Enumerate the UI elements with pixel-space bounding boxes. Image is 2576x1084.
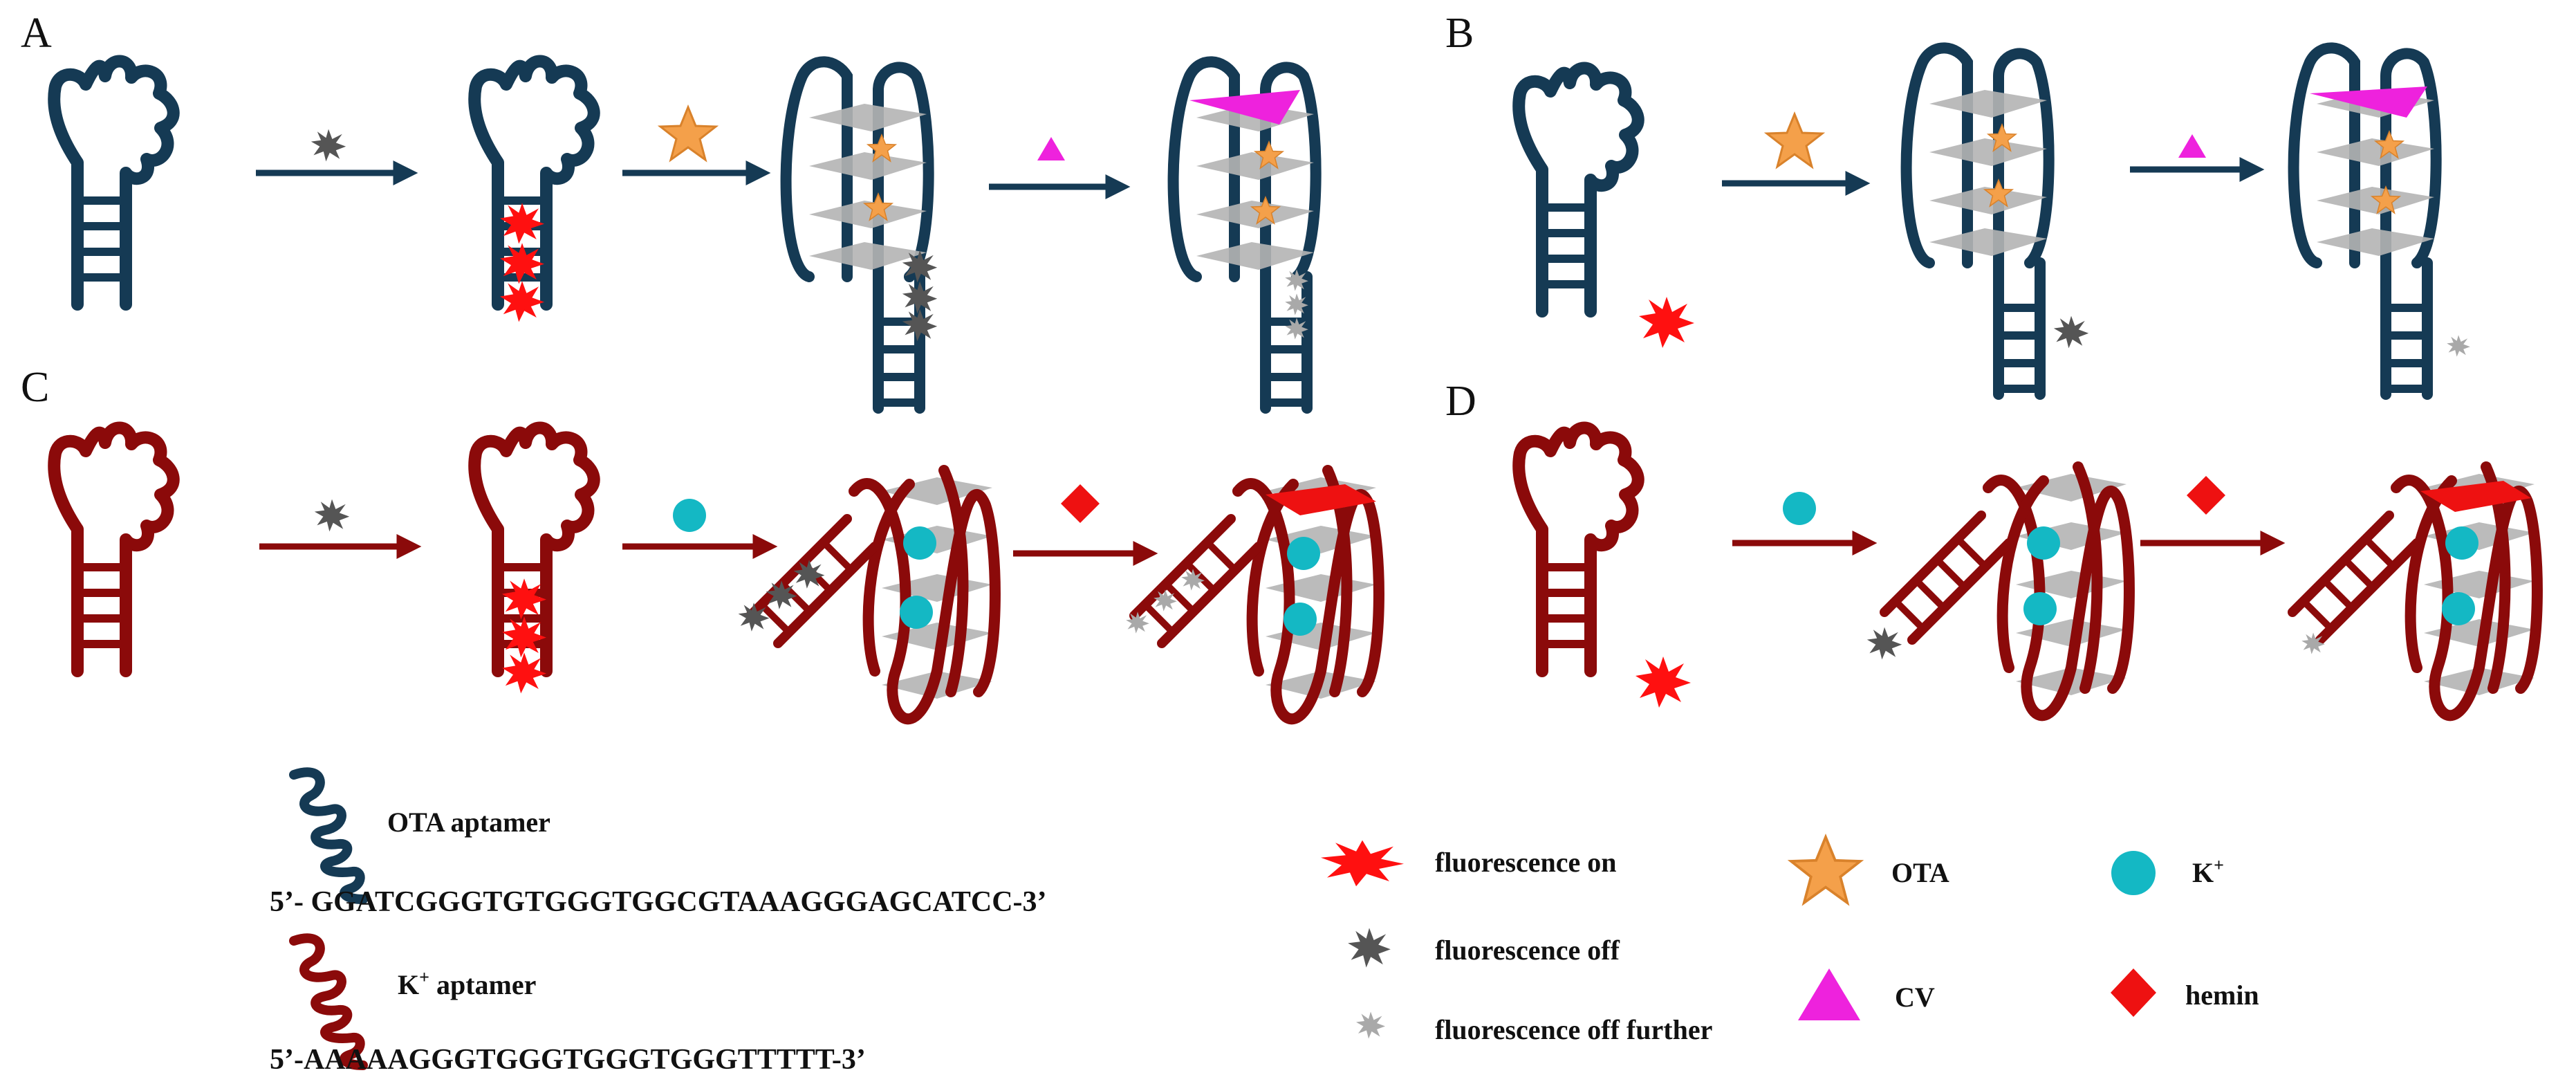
fluor-off-further-legend-icon	[1356, 1011, 1385, 1039]
k-ion-legend-icon	[2111, 851, 2156, 895]
k-ion-icon	[1284, 603, 1317, 636]
fluor-on-icon	[1639, 297, 1694, 348]
fluorescence-off-label: fluorescence off	[1435, 935, 1620, 966]
k-ion-icon	[673, 499, 706, 532]
k-aptamer-sequence: 5’-AAAAAGGGTGGGTGGGTGGGTTTTT-3’	[270, 1044, 866, 1076]
fluor-on-icon	[502, 652, 546, 694]
panel-a: A	[21, 10, 1316, 408]
k-quadruplex-d2	[1884, 467, 2129, 715]
k-ion-icon	[1287, 537, 1320, 570]
ota-hairpin-a1	[54, 61, 174, 304]
panel-label-c: C	[21, 364, 49, 411]
panel-b: B	[1445, 10, 2470, 394]
k-ion-icon	[2442, 592, 2475, 625]
legend: OTA aptamer 5’- GGATCGGGTGTGGGTGGCGTAAAG…	[270, 767, 2259, 1076]
cv-triangle-icon	[1189, 90, 1300, 125]
fluor-off-further-icon	[2447, 335, 2470, 357]
fluor-on-icon	[500, 281, 544, 322]
fluor-off-icon	[1866, 627, 1902, 660]
k-aptamer-label: K+ aptamer	[398, 967, 536, 1000]
fluor-off-legend-icon	[1348, 928, 1391, 968]
k-ion-icon	[2445, 526, 2478, 560]
hemin-diamond-icon	[2420, 481, 2531, 512]
k-aptamer-coil-icon	[289, 933, 368, 1070]
ota-legend-label: OTA	[1891, 857, 1949, 888]
ota-aptamer-coil-icon	[289, 767, 368, 904]
ota-quadruplex-a3	[786, 62, 929, 408]
k-hairpin-c1	[54, 428, 174, 671]
fluor-off-further-icon	[1181, 569, 1205, 591]
hemin-diamond-icon	[2187, 476, 2225, 515]
cv-triangle-icon	[1037, 137, 1065, 160]
k-ion-legend-label: K+	[2192, 855, 2224, 888]
cv-triangle-icon	[2178, 134, 2206, 158]
fluor-off-icon	[2053, 315, 2089, 349]
panel-d: D	[1445, 378, 2537, 715]
cv-legend-triangle-icon	[1798, 968, 1860, 1020]
fluor-on-icon	[1636, 656, 1691, 708]
hemin-legend-diamond-icon	[2111, 968, 2156, 1017]
panel-label-b: B	[1445, 10, 1474, 57]
k-hairpin-d1	[1519, 428, 1638, 671]
ota-star-icon	[659, 106, 717, 161]
panel-c: C	[21, 364, 1379, 719]
fluor-on-legend-icon	[1321, 840, 1404, 887]
ota-star-icon	[1766, 113, 1824, 168]
k-ion-icon	[903, 526, 936, 560]
fluorescence-off-further-label: fluorescence off further	[1435, 1014, 1712, 1045]
fluor-on-icon	[502, 616, 546, 658]
fluor-off-quencher-icon	[311, 129, 346, 162]
cv-triangle-icon	[2310, 86, 2427, 118]
hemin-diamond-icon	[1061, 484, 1100, 523]
fluor-on-icon	[502, 578, 546, 620]
panel-label-d: D	[1445, 378, 1476, 425]
hemin-legend-label: hemin	[2185, 980, 2259, 1011]
ota-hairpin-b1	[1519, 68, 1638, 311]
ota-legend-star-icon	[1790, 836, 1862, 904]
k-ion-icon	[900, 596, 933, 629]
ota-quadruplex-b2	[1907, 48, 2049, 394]
k-quadruplex-d3	[2292, 467, 2537, 715]
ota-hairpin-a2	[474, 61, 594, 304]
panel-label-a: A	[21, 10, 52, 57]
cv-legend-label: CV	[1895, 982, 1935, 1013]
hemin-diamond-icon	[1266, 484, 1376, 515]
fluor-off-quencher-icon	[314, 499, 350, 532]
ota-aptamer-label: OTA aptamer	[387, 807, 550, 838]
k-ion-icon	[2023, 592, 2057, 625]
fluorescence-on-label: fluorescence on	[1435, 847, 1617, 878]
k-ion-icon	[1783, 492, 1816, 525]
k-ion-icon	[2027, 526, 2060, 560]
ota-aptamer-sequence: 5’- GGATCGGGTGTGGGTGGCGTAAAGGGAGCATCC-3’	[270, 886, 1047, 918]
